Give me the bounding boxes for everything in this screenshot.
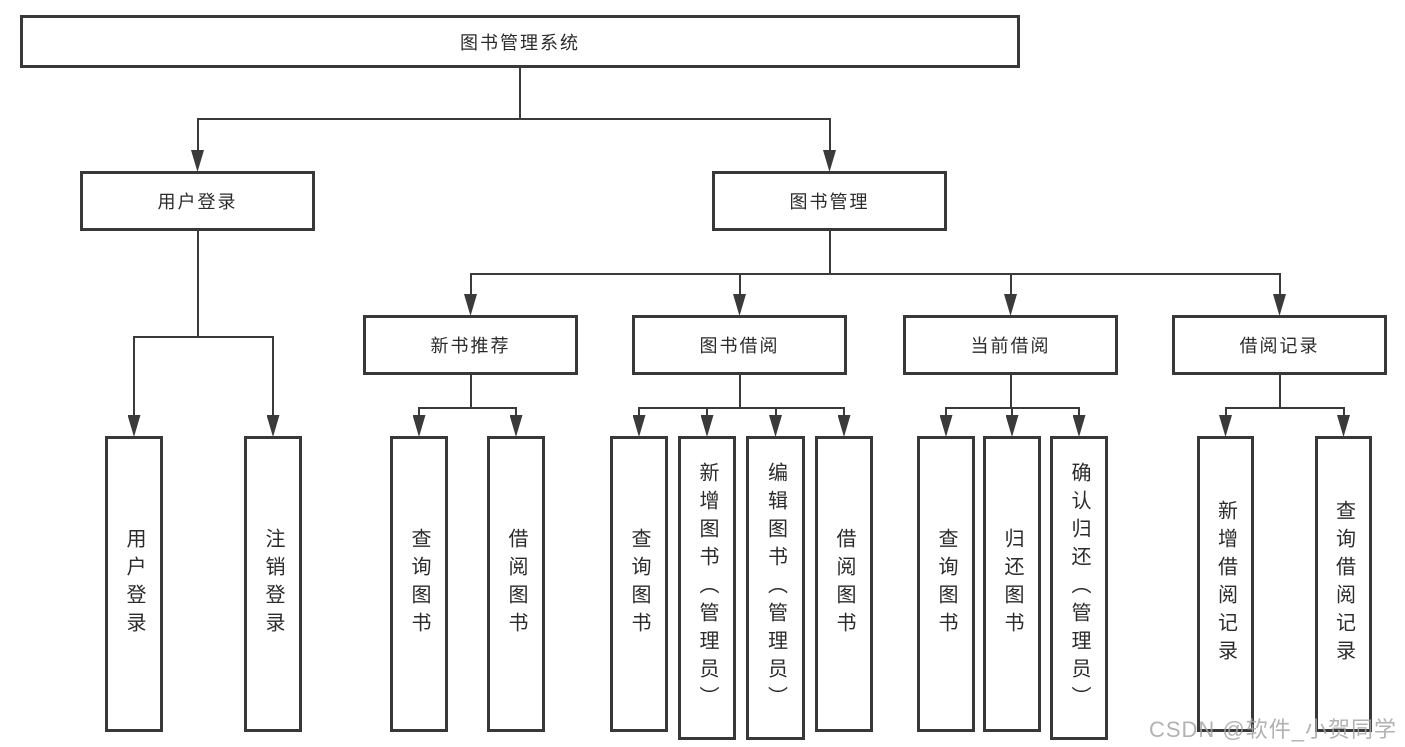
node-user-login: 用户登录: [80, 171, 315, 231]
connector-drop: [418, 407, 420, 418]
connector-stem: [738, 375, 741, 409]
arrow-down-icon: [1219, 415, 1232, 437]
connector-drop: [1011, 407, 1013, 418]
arrow-down-icon: [733, 294, 746, 316]
connector-drop: [638, 407, 640, 418]
arrow-down-icon: [1072, 415, 1086, 437]
node-borrow-records: 借阅记录: [1172, 315, 1387, 375]
connector-stem: [469, 375, 472, 409]
arrow-down-icon: [939, 415, 953, 437]
connector-drop: [1342, 407, 1345, 418]
arrow-down-icon: [509, 415, 523, 437]
arrow-down-icon: [412, 415, 426, 437]
arrow-down-icon: [1004, 294, 1017, 316]
node-leaf-add-book: 新增图书（管理员）: [678, 436, 736, 740]
node-leaf-logout: 注销登录: [244, 436, 302, 732]
connector-stem: [1278, 375, 1281, 409]
arrow-down-icon: [700, 415, 714, 437]
connector-stem: [828, 231, 831, 275]
node-leaf-return-book: 归还图书: [983, 436, 1041, 732]
node-current-borrow: 当前借阅: [903, 315, 1118, 375]
connector-stem: [519, 68, 521, 120]
connector-rail: [418, 407, 517, 409]
connector-rail: [469, 273, 1281, 275]
watermark: CSDN @软件_小贺同学: [1148, 717, 1397, 742]
connector-drop: [515, 407, 517, 418]
node-leaf-add-record: 新增借阅记录: [1197, 436, 1254, 732]
connector-drop: [469, 273, 472, 297]
node-book-mgmt: 图书管理: [712, 171, 947, 231]
arrow-down-icon: [1273, 294, 1286, 316]
arrow-down-icon: [266, 415, 280, 437]
node-root: 图书管理系统: [20, 15, 1020, 68]
node-leaf-query-book-1: 查询图书: [390, 436, 448, 732]
node-leaf-query-record: 查询借阅记录: [1315, 436, 1372, 732]
connector-drop: [774, 407, 777, 418]
connector-drop: [272, 336, 274, 418]
connector-stem: [196, 231, 199, 338]
node-leaf-user-login: 用户登录: [105, 436, 163, 732]
connector-rail: [638, 407, 845, 409]
connector-drop: [828, 118, 831, 153]
arrow-down-icon: [191, 150, 204, 172]
arrow-down-icon: [1337, 415, 1350, 437]
arrow-down-icon: [464, 294, 477, 316]
connector-drop: [133, 336, 135, 418]
connector-drop: [706, 407, 708, 418]
node-leaf-query-book-3: 查询图书: [917, 436, 975, 732]
connector-drop: [1278, 273, 1281, 297]
arrow-down-icon: [1005, 415, 1019, 437]
arrow-down-icon: [823, 150, 836, 172]
connector-drop: [1078, 407, 1080, 418]
arrow-down-icon: [632, 415, 646, 437]
connector-drop: [945, 407, 947, 418]
node-leaf-query-book-2: 查询图书: [610, 436, 668, 732]
connector-drop: [196, 118, 199, 153]
node-leaf-confirm-return: 确认归还（管理员）: [1050, 436, 1108, 740]
connector-drop: [738, 273, 741, 297]
connector-rail: [133, 336, 274, 338]
node-new-book-rec: 新书推荐: [363, 315, 578, 375]
connector-stem: [1009, 375, 1012, 409]
connector-drop: [843, 407, 845, 418]
arrow-down-icon: [837, 415, 851, 437]
connector-drop: [1224, 407, 1227, 418]
node-leaf-borrow-book-2: 借阅图书: [815, 436, 873, 732]
arrow-down-icon: [769, 415, 782, 437]
connector-drop: [1009, 273, 1012, 297]
node-leaf-edit-book: 编辑图书（管理员）: [746, 436, 805, 740]
node-book-borrow: 图书借阅: [632, 315, 847, 375]
node-leaf-borrow-book-1: 借阅图书: [487, 436, 545, 732]
connector-rail: [196, 118, 831, 120]
connector-rail: [1224, 407, 1345, 409]
arrow-down-icon: [127, 415, 141, 437]
